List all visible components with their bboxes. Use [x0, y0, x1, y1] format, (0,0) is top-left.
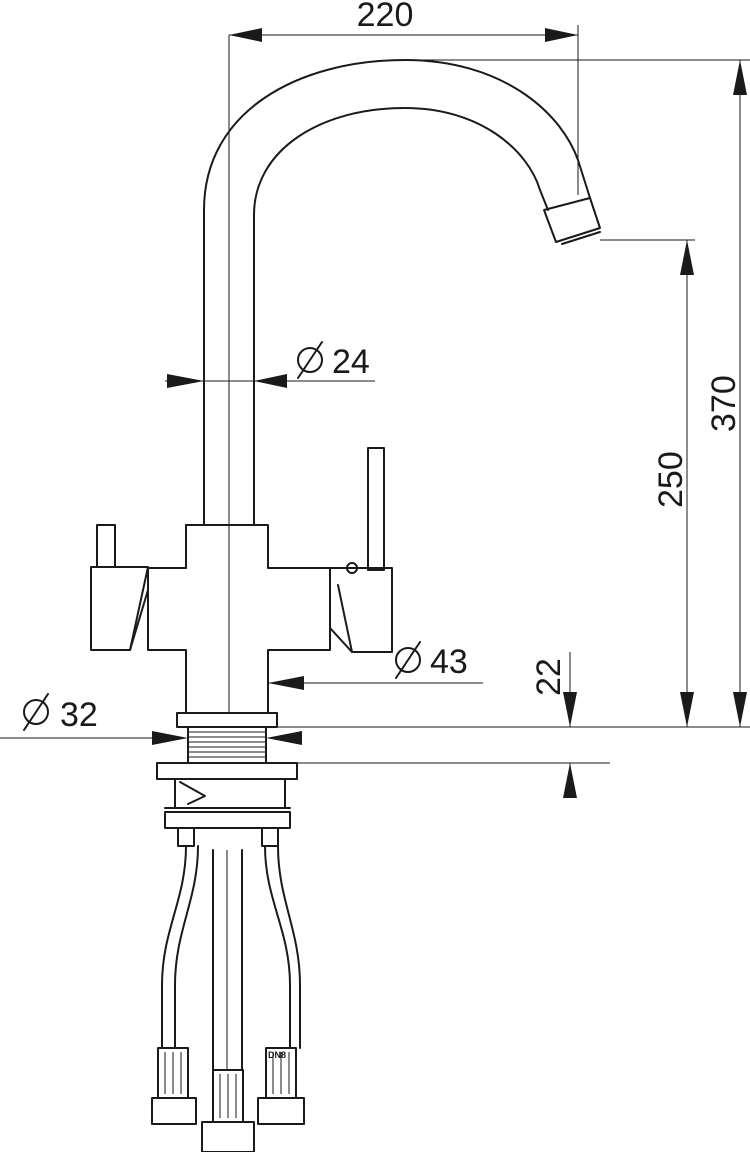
diameter-symbol-icon: [23, 693, 49, 731]
supply-hoses: [161, 845, 301, 1071]
dimension-spout-height: 250: [600, 239, 695, 727]
mounting-bracket: [156, 762, 298, 847]
spout-aerator: [543, 197, 601, 243]
diameter-symbol-icon: [297, 341, 323, 379]
dimension-label-32: 32: [60, 696, 98, 734]
dimension-tube-diameter: 24: [165, 341, 375, 388]
faucet-outline: DN8: [90, 35, 601, 1152]
hose-label: DN8: [268, 1050, 286, 1060]
dimension-spout-reach: 220: [229, 0, 579, 195]
dimension-body-diameter: 43: [268, 641, 483, 690]
dimension-label-220: 220: [357, 0, 414, 34]
spout-inner-contour: [253, 107, 549, 526]
dimension-total-height: 370: [405, 59, 750, 727]
spout-outer-contour: [203, 59, 591, 526]
dimension-label-22: 22: [530, 658, 568, 696]
dimension-label-24: 24: [332, 343, 370, 381]
hose-fittings: DN8: [151, 1047, 305, 1152]
dimension-label-250: 250: [652, 451, 690, 508]
dimension-label-370: 370: [705, 375, 743, 432]
diameter-symbol-icon: [395, 641, 421, 679]
left-handle: [90, 524, 149, 651]
dimension-thread-diameter: 32: [23, 693, 302, 745]
dimension-label-43: 43: [430, 643, 468, 681]
right-handle: [329, 447, 393, 653]
threaded-shank: [187, 726, 267, 764]
base-flange: [176, 712, 278, 728]
dimension-deck-thickness: 22: [530, 652, 577, 798]
